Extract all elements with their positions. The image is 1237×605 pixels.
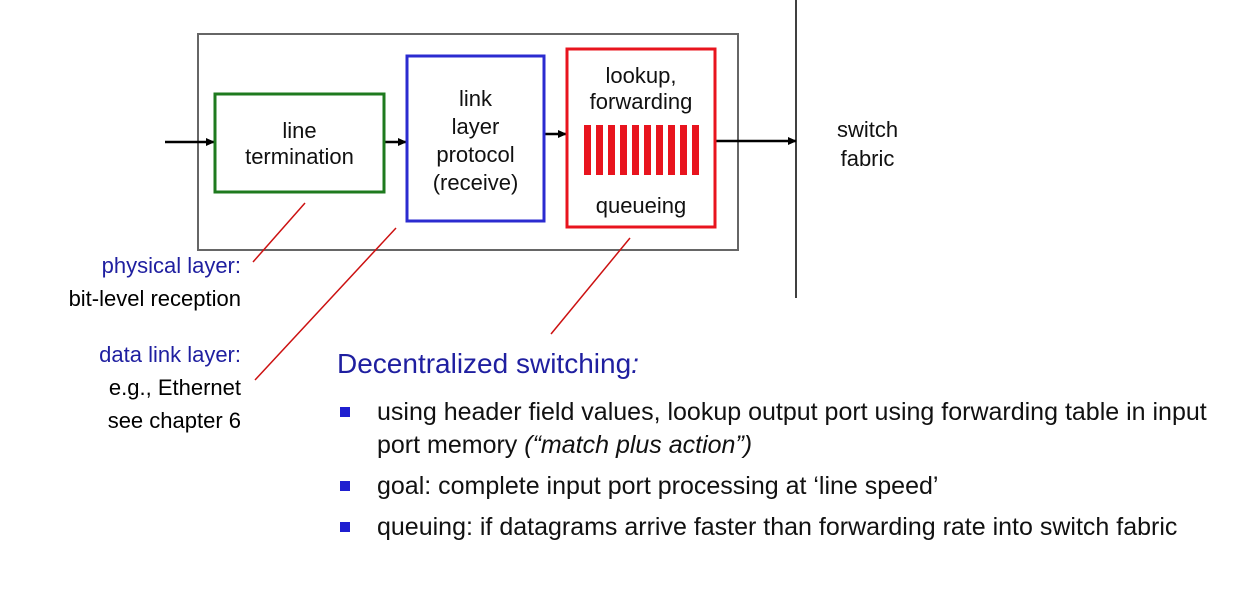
switch-fabric-line1: switch xyxy=(836,117,899,142)
lookup-line2: forwarding xyxy=(589,89,693,114)
line-termination-box xyxy=(213,92,386,194)
datalink-layer-desc1: e.g., Ethernet xyxy=(108,375,241,400)
queue-bar xyxy=(644,125,651,175)
bullet-text: using header field values, lookup output… xyxy=(377,398,1207,459)
link-layer-label: link layer protocol (receive) xyxy=(407,85,544,197)
queue-bar xyxy=(680,125,687,175)
queue-bar xyxy=(620,125,627,175)
datalink-layer-connector xyxy=(254,227,397,381)
list-item: using header field values, lookup output… xyxy=(337,396,1227,462)
lookup-forwarding-label: lookup, forwarding xyxy=(567,63,715,115)
bullet-square-icon xyxy=(340,407,350,417)
bullet-square-icon xyxy=(340,481,350,491)
link-layer-line2: layer xyxy=(451,114,500,139)
queue-bar xyxy=(608,125,615,175)
queueing-label: queueing xyxy=(595,193,687,218)
physical-layer-caption: physical layer: bit-level reception xyxy=(0,249,241,315)
physical-layer-connector xyxy=(252,202,306,263)
lookup-queueing-box xyxy=(565,47,717,229)
section-heading-colon: : xyxy=(631,348,639,379)
datalink-layer-desc2: see chapter 6 xyxy=(107,408,241,433)
section-heading: Decentralized switching: xyxy=(337,348,639,380)
physical-layer-title: physical layer: xyxy=(101,253,241,278)
decentralized-connector xyxy=(550,237,631,335)
switch-fabric-line2: fabric xyxy=(840,146,895,171)
queue-bars xyxy=(584,125,699,175)
lookup-line1: lookup, xyxy=(605,63,677,88)
bullet-text: queuing: if datagrams arrive faster than… xyxy=(377,513,1178,541)
queue-bar xyxy=(632,125,639,175)
physical-layer-desc: bit-level reception xyxy=(68,286,241,311)
line-termination-label: line termination xyxy=(215,118,384,170)
switch-fabric-label: switch fabric xyxy=(815,115,920,173)
list-item: goal: complete input port processing at … xyxy=(337,470,1227,503)
link-layer-box xyxy=(405,54,546,223)
bullet-text: goal: complete input port processing at … xyxy=(377,472,939,500)
line-termination-line2: termination xyxy=(245,144,354,169)
link-layer-line1: link xyxy=(458,86,492,111)
bullet-emphasis: (“match plus action”) xyxy=(524,431,753,459)
queue-bar xyxy=(668,125,675,175)
queue-bar xyxy=(596,125,603,175)
line-termination-line1: line xyxy=(282,118,317,143)
link-layer-line3: protocol xyxy=(436,142,515,167)
list-item: queuing: if datagrams arrive faster than… xyxy=(337,511,1227,544)
datalink-layer-title: data link layer: xyxy=(99,342,241,367)
section-heading-text: Decentralized switching xyxy=(337,348,632,379)
queue-bar xyxy=(692,125,699,175)
bullet-list: using header field values, lookup output… xyxy=(337,396,1227,552)
queue-bar xyxy=(656,125,663,175)
bullet-square-icon xyxy=(340,522,350,532)
queue-bar xyxy=(584,125,591,175)
datalink-layer-caption: data link layer: e.g., Ethernet see chap… xyxy=(0,338,241,437)
link-layer-line4: (receive) xyxy=(432,170,519,195)
